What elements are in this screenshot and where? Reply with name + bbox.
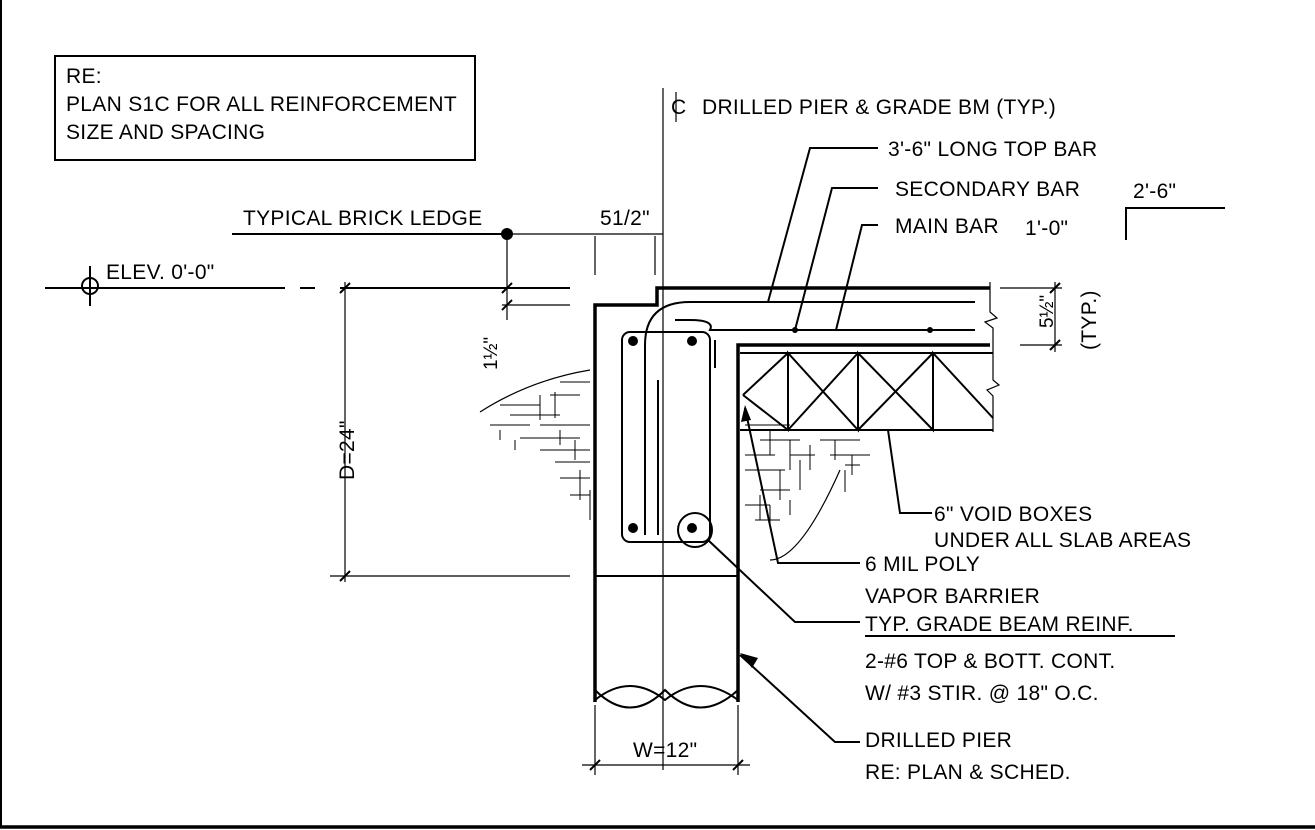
reinf-callout-circle [677, 512, 713, 548]
ledge-drop-dim [501, 240, 570, 320]
pier-label-2: RE: PLAN & SCHED. [865, 761, 1071, 784]
pier-label-1: DRILLED PIER [865, 729, 1012, 752]
splice-lower-dim: 1'-0" [1025, 217, 1068, 240]
poly-label-2: VAPOR BARRIER [865, 585, 1040, 608]
reinforcement-bars [621, 301, 975, 548]
soil-hatch-right [745, 424, 870, 561]
note-box: RE: PLAN S1C FOR ALL REINFORCEMENT SIZE … [54, 55, 476, 161]
svg-text:C: C [671, 96, 686, 119]
centerline-symbol: C [671, 92, 686, 122]
brick-ledge-label: TYPICAL BRICK LEDGE [243, 207, 483, 230]
splice-detail: 2'-6" 1'-0" [1025, 180, 1225, 240]
reinf-line-1: 2-#6 TOP & BOTT. CONT. [865, 650, 1116, 673]
note-line-2: PLAN S1C FOR ALL REINFORCEMENT [66, 93, 457, 116]
slab-break-marks [983, 282, 1001, 432]
poly-leader [744, 407, 860, 564]
bar-leaders [767, 147, 878, 331]
ledge-drop-text: 1½" [481, 337, 502, 370]
void-boxes-label-2: UNDER ALL SLAB AREAS [934, 529, 1191, 552]
ledge-dim-text: 51/2" [600, 207, 650, 230]
main-bar-label: MAIN BAR [895, 215, 999, 238]
pier-leader [739, 654, 860, 743]
width-text: W=12" [633, 739, 697, 762]
elevation-label: ELEV. 0'-0" [106, 261, 215, 284]
note-line-1: RE: [66, 65, 102, 88]
slab-typ-text: (TYP.) [1078, 290, 1101, 350]
soil-hatch-left [479, 369, 591, 520]
stirrup [621, 331, 711, 543]
void-boxes-label-1: 6" VOID BOXES [934, 503, 1092, 526]
secondary-bar-label: SECONDARY BAR [895, 178, 1080, 201]
width-dim [582, 705, 750, 775]
depth-text: D=24" [336, 420, 359, 480]
elevation-marker [45, 266, 570, 306]
splice-upper-dim: 2'-6" [1133, 180, 1176, 203]
slab-thickness-dim [1000, 282, 1062, 352]
note-line-3: SIZE AND SPACING [66, 121, 265, 144]
reinf-line-2: W/ #3 STIR. @ 18" O.C. [865, 682, 1099, 705]
void-boxes [740, 350, 994, 433]
note-box-frame [54, 55, 476, 161]
depth-dim [330, 282, 570, 582]
reinf-title: TYP. GRADE BEAM REINF. [865, 613, 1134, 636]
void-leader [887, 429, 932, 514]
reinf-leader [707, 539, 860, 623]
grade-beam-outline [593, 286, 990, 702]
centerline-label: DRILLED PIER & GRADE BM (TYP.) [702, 96, 1056, 119]
top-bar-label: 3'-6" LONG TOP BAR [888, 138, 1097, 161]
pier-break [594, 685, 739, 709]
poly-label-1: 6 MIL POLY [865, 553, 980, 576]
slab-thickness-text: 5½" [1037, 295, 1058, 328]
